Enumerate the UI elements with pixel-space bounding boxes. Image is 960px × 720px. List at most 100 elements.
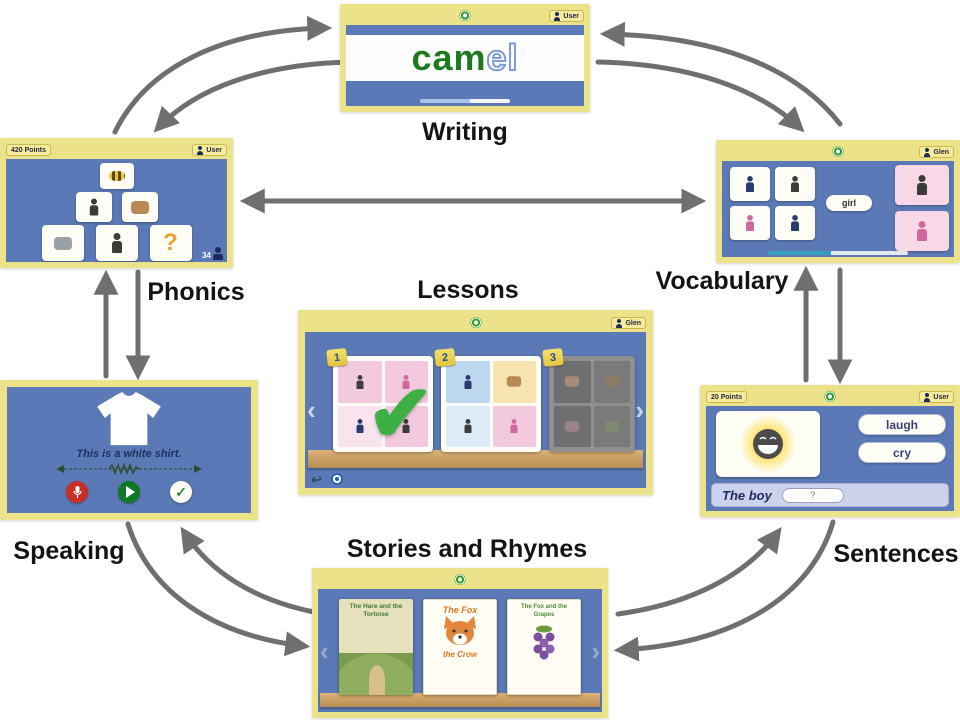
tile (384, 361, 428, 403)
photo-thumb (604, 421, 619, 432)
figure-icon (745, 176, 755, 192)
target-icon[interactable] (331, 473, 343, 485)
arrow-sentences-to-stories (613, 519, 836, 662)
play-icon (125, 486, 135, 498)
book-shelf (320, 693, 600, 707)
stories-screen-thumbnail: The Hare and the Tortoise The Fox the Cr… (312, 568, 608, 718)
user-badge[interactable]: User (919, 391, 954, 403)
progress-filled (768, 251, 831, 255)
tshirt-image (97, 391, 161, 446)
vocab-card[interactable] (730, 206, 770, 240)
book-fox-grapes[interactable]: The Fox and the Grapes (507, 599, 581, 695)
tile (338, 405, 382, 447)
lesson-number-badge: 3 (542, 348, 564, 367)
label-sentences: Sentences (833, 540, 959, 568)
label-stories: Stories and Rhymes (346, 535, 588, 563)
option-button-cry[interactable]: cry (858, 442, 946, 463)
user-label: Glen (933, 148, 949, 156)
user-label: User (206, 146, 222, 154)
word-solid-letters: cam (411, 37, 487, 78)
vocab-picture-card[interactable] (895, 211, 949, 251)
tile (593, 361, 630, 403)
lesson-shelf (308, 450, 643, 468)
lesson-card-1[interactable]: 1 (326, 348, 433, 452)
yellow-glow (740, 416, 796, 472)
phonics-card[interactable] (75, 192, 112, 222)
bee-icon (108, 171, 125, 181)
score-value: 34 (202, 251, 211, 260)
confirm-button[interactable]: ✓ (170, 481, 192, 503)
arrow-writing-to-phonics (153, 59, 353, 133)
player-icon (213, 247, 223, 260)
user-badge[interactable]: User (192, 144, 227, 156)
play-button[interactable] (118, 481, 140, 503)
carousel-prev-icon[interactable]: ‹ (307, 395, 316, 425)
option-button-laugh[interactable]: laugh (858, 414, 946, 435)
back-arrow-icon[interactable]: ↩ (311, 472, 322, 487)
app-logo-icon (454, 574, 466, 585)
lesson-tiles (554, 361, 630, 447)
vocab-word-pill[interactable]: girl (826, 195, 872, 211)
speaking-sentence: This is a white shirt. (76, 448, 182, 460)
figure-icon (356, 375, 364, 389)
answer-blank[interactable]: ? (781, 487, 844, 503)
book-title-bottom: the Crow (442, 649, 478, 659)
app-logo-icon (824, 391, 836, 402)
score-counter: 34 (202, 247, 223, 260)
vocab-answer-cards (895, 165, 949, 251)
vocab-picture-card[interactable] (895, 165, 949, 205)
sentences-screen-thumbnail: 20 Points User laugh cry The boy ? (700, 385, 960, 517)
lesson-number-badge: 2 (434, 348, 456, 367)
lesson-tiles (446, 361, 536, 447)
tile (554, 361, 591, 403)
tile (492, 361, 536, 403)
figure-icon (745, 215, 755, 231)
phonics-card[interactable] (121, 192, 158, 222)
tile (446, 405, 490, 447)
lesson-card-3-locked[interactable]: 3 (542, 348, 635, 452)
phonics-cards: ? (6, 159, 227, 261)
tile (593, 405, 630, 447)
laughing-face-icon (753, 429, 783, 459)
user-badge[interactable]: Glen (611, 317, 646, 329)
tile (384, 405, 428, 447)
audio-waveform[interactable] (54, 462, 204, 476)
user-icon (197, 146, 204, 155)
progress-filled (420, 99, 470, 103)
user-badge[interactable]: User (549, 10, 584, 22)
phonics-screen-thumbnail: 420 Points User ? 34 (0, 138, 233, 268)
object-icon (507, 376, 522, 387)
figure-icon (790, 176, 800, 192)
vocab-card[interactable] (775, 206, 815, 240)
arrow-phonics-to-writing (112, 15, 333, 135)
book-title-top: The Fox (442, 605, 478, 615)
user-label: User (933, 393, 949, 401)
lesson-card-2[interactable]: 2 (434, 348, 541, 452)
app-logo-icon (470, 317, 481, 328)
phonics-card-bee[interactable] (99, 163, 134, 189)
book-fox-crow[interactable]: The Fox the Crow (423, 599, 497, 695)
carousel-next-icon[interactable]: › (635, 395, 644, 425)
book-hare-tortoise[interactable]: The Hare and the Tortoise (339, 599, 413, 695)
vocab-card[interactable] (775, 167, 815, 201)
phonics-card[interactable] (41, 225, 84, 261)
check-icon: ✓ (175, 484, 187, 500)
tile (338, 361, 382, 403)
user-badge[interactable]: Glen (919, 146, 954, 158)
girl-figure-icon (916, 175, 928, 195)
phonics-card[interactable] (95, 225, 138, 261)
figure-icon (510, 419, 518, 433)
carousel-next-icon[interactable]: › (591, 635, 600, 666)
tile (554, 405, 591, 447)
vocabulary-progress-bar (768, 251, 908, 255)
vocab-card[interactable] (730, 167, 770, 201)
arrow-writing-to-vocabulary (595, 59, 805, 133)
carousel-prev-icon[interactable]: ‹ (320, 635, 329, 666)
lesson-tiles (338, 361, 428, 447)
label-speaking: Speaking (13, 537, 125, 565)
phonics-card-question[interactable]: ? (149, 225, 192, 261)
record-button[interactable] (66, 481, 88, 503)
animal-icon (130, 200, 149, 214)
